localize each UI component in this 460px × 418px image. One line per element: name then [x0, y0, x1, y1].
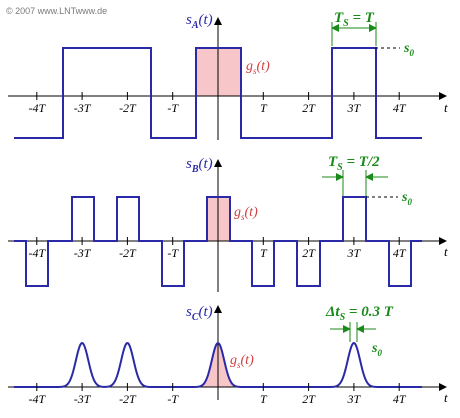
panel-b-title: sB(t) — [186, 156, 213, 175]
pulse-a-label: gs(t) — [246, 59, 270, 76]
tick-label: -3T — [74, 392, 92, 406]
tick-label: -2T — [119, 392, 137, 406]
delta-label-c: ΔtS = 0.3 T — [325, 304, 394, 323]
tick-labels: -4T -3T -2T -T T 2T 3T 4T -4T -3T -2T -T T 2T 3T 4T -4T -… — [28, 92, 407, 406]
period-label-a: TS = T — [334, 10, 375, 29]
tick-label: -4T — [28, 392, 46, 406]
tick-label: 4T — [393, 392, 407, 406]
panel-c-title: sC(t) — [186, 304, 213, 323]
tick-label: -2T — [119, 101, 137, 115]
tick-label: 3T — [347, 101, 362, 115]
signal-a — [14, 47, 422, 139]
tick-label: 4T — [393, 101, 407, 115]
t-label-b: t — [444, 244, 448, 259]
t-label-c: t — [444, 390, 448, 405]
panel-c: sC(t) gs(t) ΔtS = 0.3 T s0 t — [8, 304, 448, 405]
tick-label: 2T — [302, 246, 316, 260]
tick-label: -2T — [119, 246, 137, 260]
tick-label: -T — [167, 246, 179, 260]
tick-label: 3T — [347, 392, 362, 406]
tick-label: T — [260, 246, 268, 260]
level-label-a: s0 — [403, 41, 414, 58]
tick-label: 2T — [302, 392, 316, 406]
level-label-b: s0 — [401, 190, 412, 207]
tick-label: 2T — [302, 101, 316, 115]
tick-label: -4T — [28, 246, 46, 260]
tick-label: 4T — [393, 246, 407, 260]
panel-a: sA(t) gs(t) TS = T s0 t — [8, 10, 448, 140]
pulse-b-label: gs(t) — [234, 205, 258, 222]
pulse-c-label: gs(t) — [230, 353, 254, 370]
level-label-c: s0 — [371, 341, 382, 358]
tick-label: -4T — [28, 101, 46, 115]
t-label-a: t — [444, 100, 448, 115]
tick-label: 3T — [347, 246, 362, 260]
tick-label: -T — [167, 101, 179, 115]
signal-c — [14, 341, 422, 388]
panel-a-title: sA(t) — [186, 12, 213, 31]
period-label-b: TS = T/2 — [328, 154, 380, 173]
tick-label: T — [260, 392, 268, 406]
tick-label: -3T — [74, 101, 92, 115]
panel-b: sB(t) gs(t) TS = T/2 s0 t — [8, 154, 448, 292]
tick-label: T — [260, 101, 268, 115]
tick-label: -T — [167, 392, 179, 406]
signal-b — [14, 196, 422, 287]
copyright-text: © 2007 www.LNTwww.de — [6, 6, 107, 16]
tick-label: -3T — [74, 246, 92, 260]
